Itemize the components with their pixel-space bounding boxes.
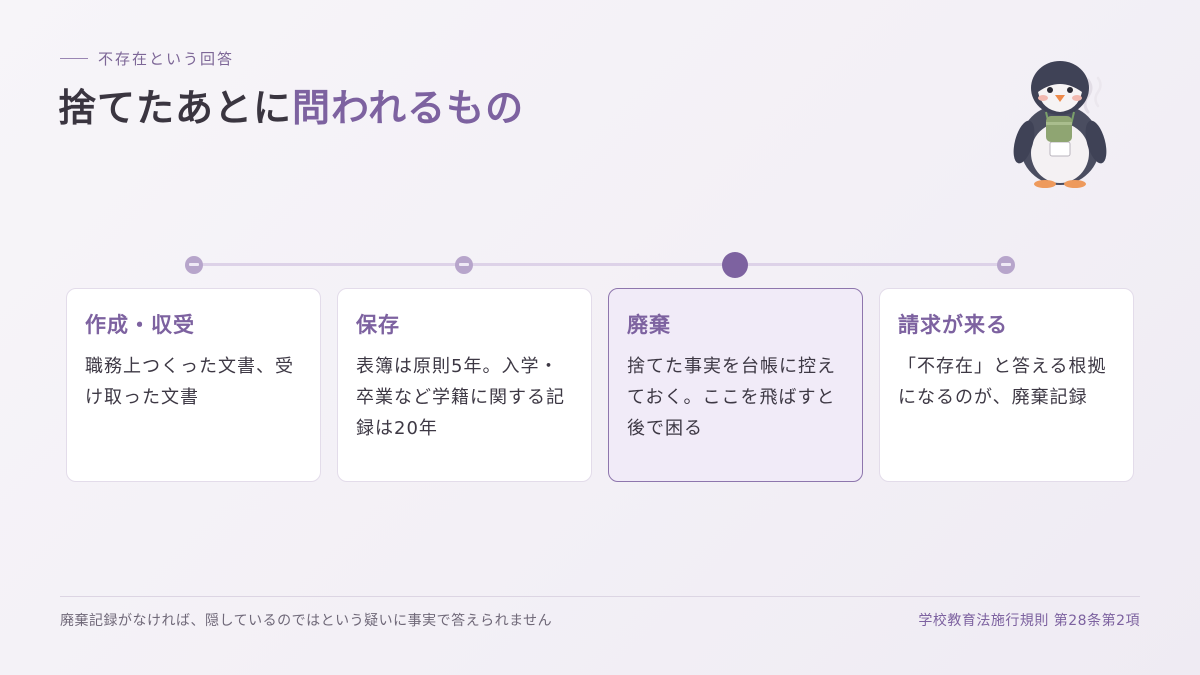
step-card-title: 保存: [356, 313, 400, 337]
step-card-body: 捨てた事実を台帳に控えておく。ここを飛ばすと後で困る: [627, 356, 836, 439]
step-card-title: 作成・収受: [85, 313, 195, 337]
footer-citation: 学校教育法施行規則 第28条第2項: [918, 613, 1140, 629]
step-card-title: 廃棄: [627, 313, 671, 337]
step-card-body: 「不存在」と答える根拠になるのが、廃棄記録: [898, 356, 1107, 408]
steam-icon: [1083, 78, 1093, 114]
timeline-dot-2: [455, 256, 473, 274]
step-card-body: 職務上つくった文書、受け取った文書: [85, 356, 294, 408]
eyebrow-label: 不存在という回答: [98, 50, 235, 68]
eyebrow: 不存在という回答: [60, 48, 234, 69]
footer-note: 廃棄記録がなければ、隠しているのではという疑いに事実で答えられません: [60, 613, 553, 629]
timeline-dot-1: [185, 256, 203, 274]
timeline: [0, 250, 1200, 280]
step-card-disposal: 廃棄 捨てた事実を台帳に控えておく。ここを飛ばすと後で困る: [608, 288, 863, 482]
timeline-track: [194, 263, 1006, 266]
step-card-retention: 保存 表簿は原則5年。入学・卒業など学籍に関する記録は20年: [337, 288, 592, 482]
penguin-mascot-illustration: [1013, 61, 1107, 188]
page-title-accent: 問われるもの: [292, 86, 525, 130]
step-card-request: 請求が来る 「不存在」と答える根拠になるのが、廃棄記録: [879, 288, 1134, 482]
step-cards: 作成・収受 職務上つくった文書、受け取った文書 保存 表簿は原則5年。入学・卒業…: [66, 288, 1134, 482]
step-card-body: 表簿は原則5年。入学・卒業など学籍に関する記録は20年: [356, 356, 565, 439]
page-title-prefix: 捨てたあとに: [58, 86, 293, 130]
footer-divider: [60, 596, 1140, 597]
step-card-title: 請求が来る: [898, 313, 1008, 337]
timeline-dot-4: [997, 256, 1015, 274]
eyebrow-rule: [60, 58, 88, 59]
timeline-dot-3-active: [722, 252, 748, 278]
page-title: 捨てたあとに問われるもの: [58, 82, 524, 134]
step-card-creation: 作成・収受 職務上つくった文書、受け取った文書: [66, 288, 321, 482]
